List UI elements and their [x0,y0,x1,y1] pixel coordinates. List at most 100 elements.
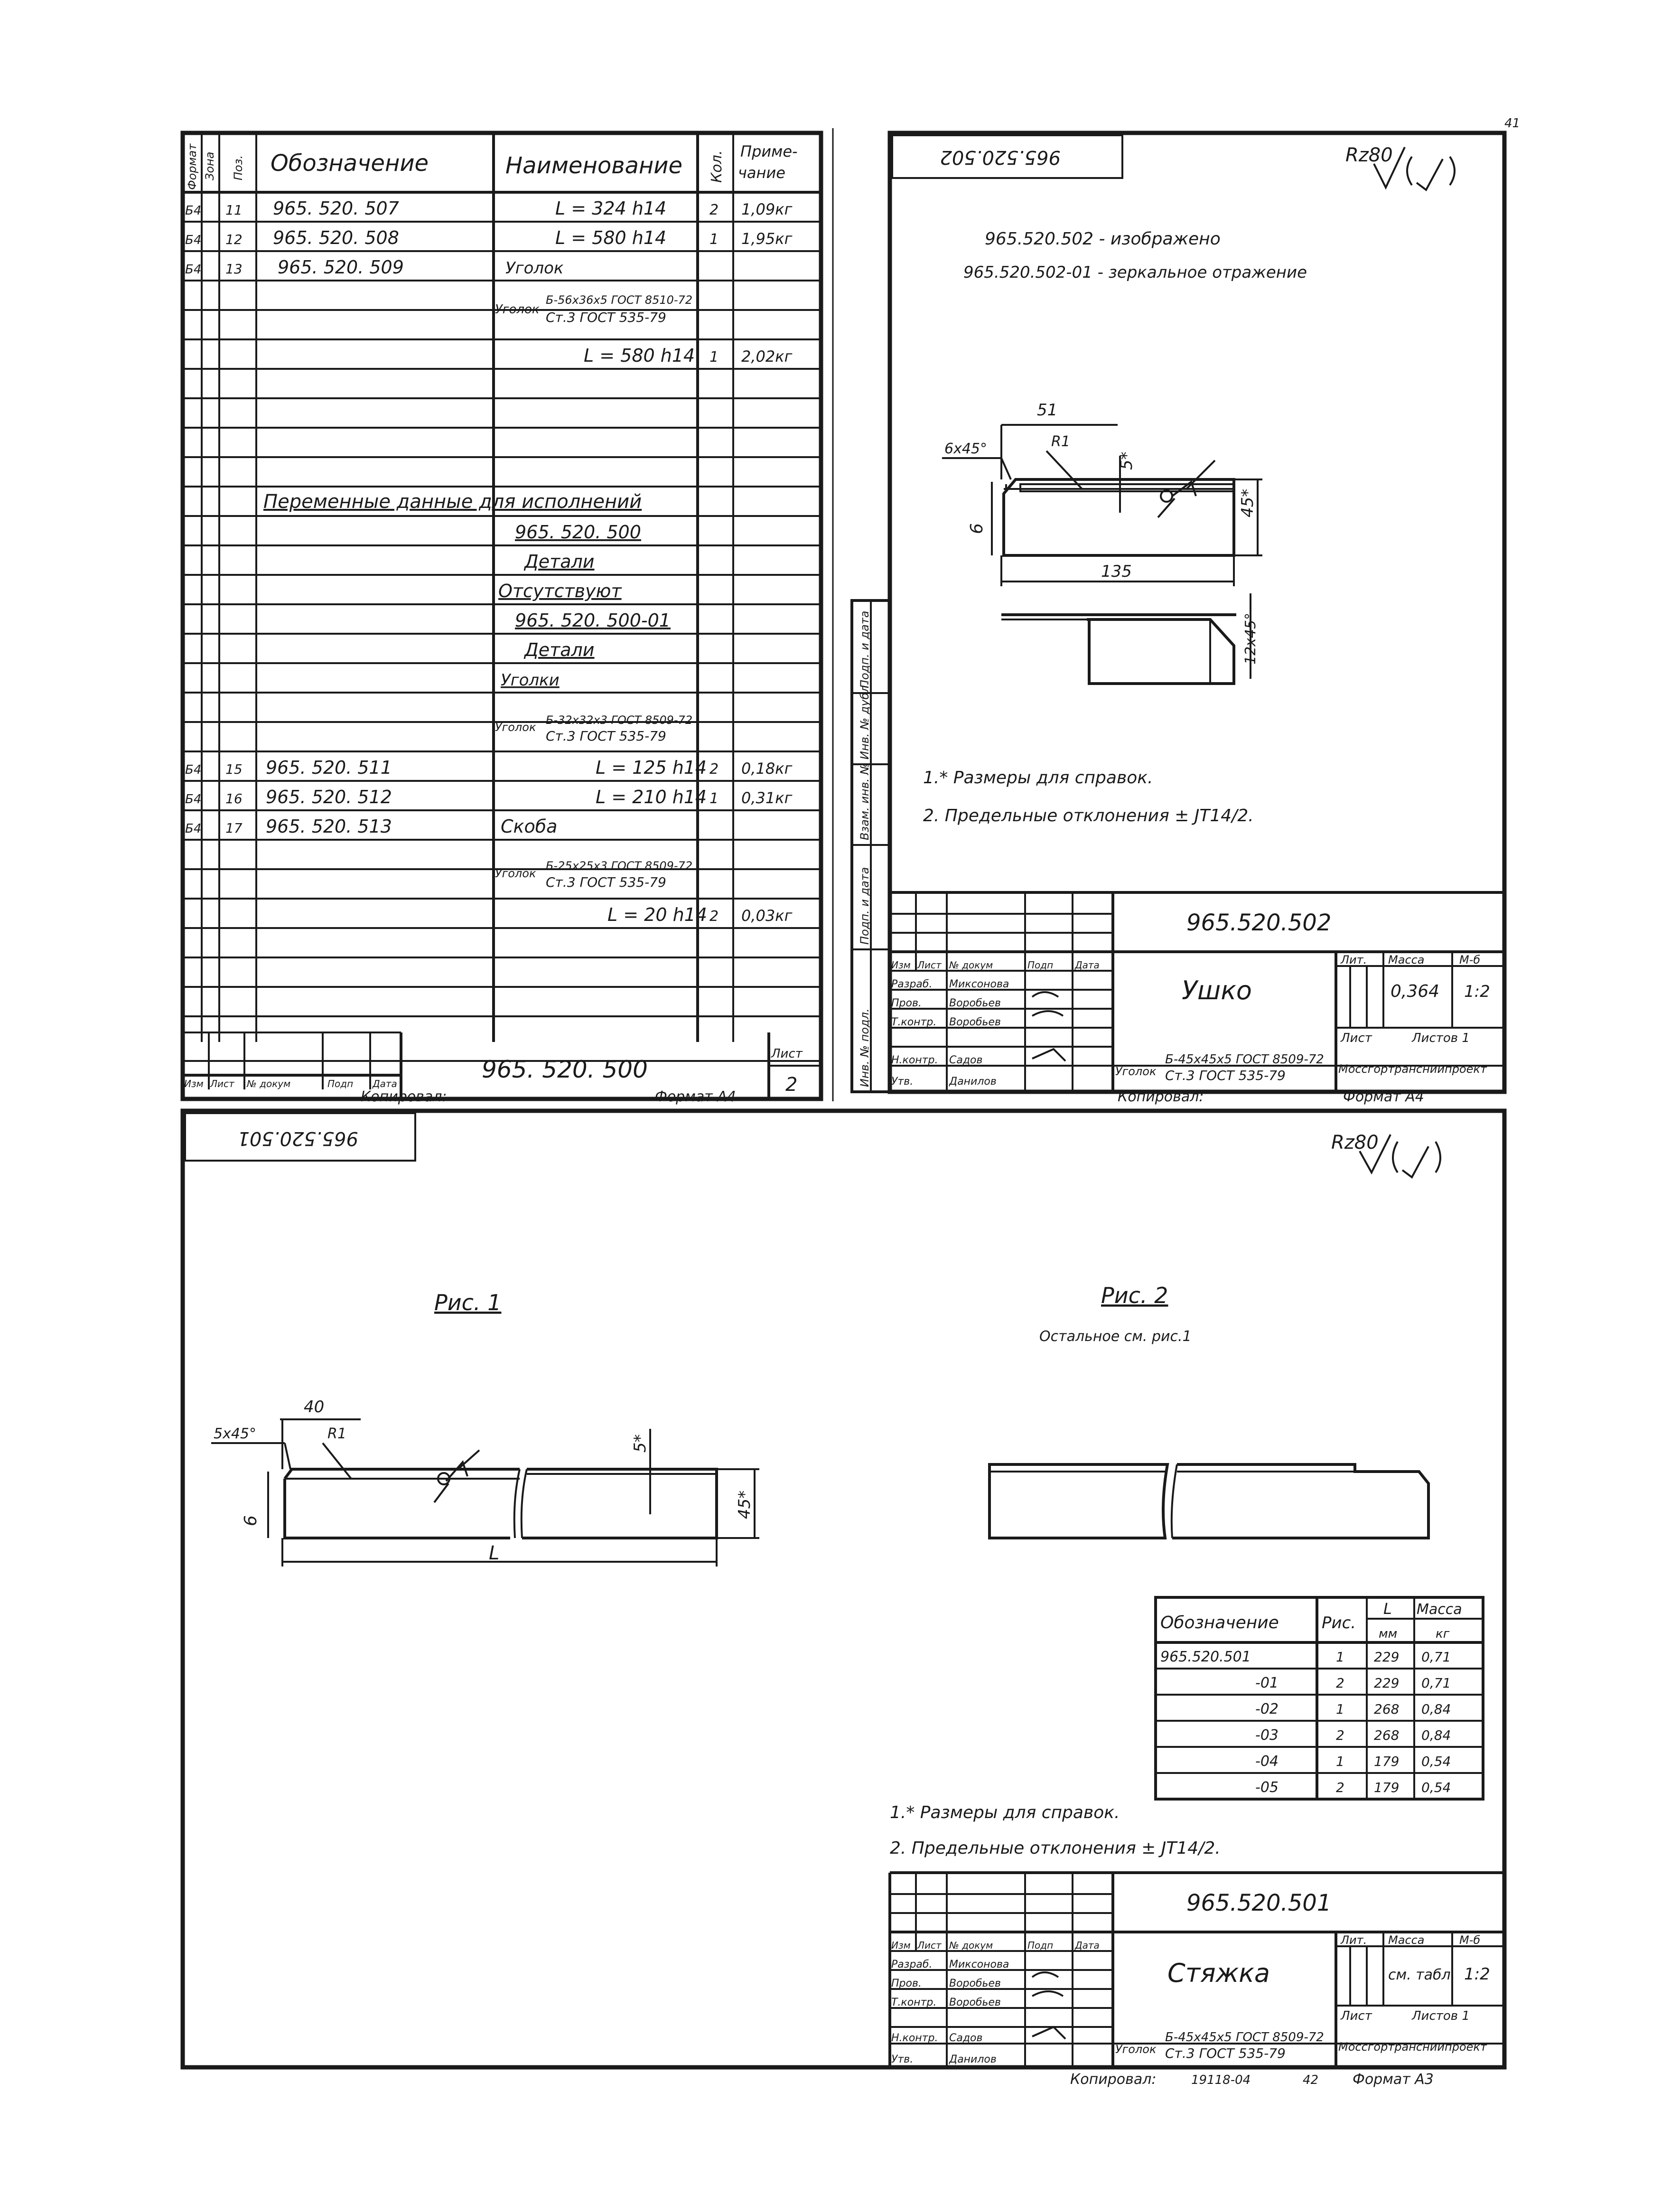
svg-text:Б-25х25х3 ГОСТ 8509-72: Б-25х25х3 ГОСТ 8509-72 [546,859,692,872]
svg-text:2: 2 [709,761,719,778]
svg-text:6х45°: 6х45° [944,441,987,457]
spec-row-lines [183,221,821,1017]
svg-text:51: 51 [1037,401,1057,420]
svg-text:L = 210 h14: L = 210 h14 [596,787,707,807]
svg-text:12: 12 [225,232,243,247]
header-position: Поз. [232,155,245,180]
svg-text:1:2: 1:2 [1464,982,1490,1001]
variant-500-01-details: Детали [523,639,594,660]
header-quantity: Кол. [709,150,725,183]
svg-text:965. 520. 507: 965. 520. 507 [273,198,399,219]
svg-text:17: 17 [225,820,243,836]
svg-text:Подп: Подп [1027,1940,1053,1951]
svg-text:№ докум: № докум [246,1078,290,1089]
svg-text:L = 580 h14: L = 580 h14 [584,345,695,366]
sheet2-roughness: Rz80 [1345,144,1393,166]
spec-row-length-580: L = 580 h14 1 2,02кг [584,345,793,366]
sheet2-note-line1: 965.520.502 - изображено [985,229,1221,249]
svg-text:Б-32х32х3 ГОСТ 8509-72: Б-32х32х3 ГОСТ 8509-72 [546,713,692,727]
svg-text:L: L [1383,1600,1392,1618]
svg-text:Листов 1: Листов 1 [1411,1031,1470,1045]
sheet2-title-block: 965.520.502 Ушко Лит. Масса М-б 0,364 1:… [890,891,1504,1092]
svg-text:Садов: Садов [949,1054,982,1066]
ear-dimensions: 51 5* 6х45° R1 6 45* 135 12х45° [942,401,1262,679]
header-name: Наименование [505,152,682,179]
svg-text:2: 2 [1336,1675,1344,1691]
svg-text:Листов 1: Листов 1 [1411,2009,1470,2023]
sheet3-copy-number: 19118-04 [1191,2073,1251,2087]
svg-text:Воробьев: Воробьев [949,1978,1001,1989]
variants-row-1: -01 2 229 0,71 [1255,1675,1451,1691]
sheet3-note-1: 1.* Размеры для справок. [890,1803,1120,1822]
svg-text:965. 520. 508: 965. 520. 508 [273,227,399,248]
variant-500: 965. 520. 500 [515,522,641,543]
svg-text:1,09кг: 1,09кг [741,200,793,218]
svg-text:Н.контр.: Н.контр. [891,2032,938,2044]
svg-text:Данилов: Данилов [949,2054,997,2065]
svg-text:229: 229 [1374,1675,1399,1691]
svg-text:Б4: Б4 [185,263,201,277]
spec-row-angle-2: Уголок Б-32х32х3 ГОСТ 8509-72 Ст.3 ГОСТ … [495,713,692,744]
svg-text:Уголок: Уголок [1115,1065,1157,1078]
svg-text:Дата: Дата [1074,1940,1100,1951]
svg-text:Дата: Дата [1074,959,1100,971]
svg-text:L: L [489,1542,499,1564]
svg-text:965.520.501: 965.520.501 [1160,1649,1251,1665]
svg-text:№ докум: № докум [949,1940,993,1951]
svg-text:-02: -02 [1255,1701,1279,1717]
svg-text:Садов: Садов [949,2032,982,2044]
svg-text:Дата: Дата [372,1078,397,1089]
svg-text:Взам. инв. №: Взам. инв. № [858,763,871,840]
svg-text:268: 268 [1374,1727,1399,1743]
svg-text:Б4: Б4 [185,233,201,247]
svg-text:Масса: Масса [1388,953,1425,966]
svg-text:Лист: Лист [210,1078,235,1089]
svg-text:0,18кг: 0,18кг [741,760,793,778]
variants-row-4: -04 1 179 0,54 [1255,1753,1451,1770]
svg-text:Уголок: Уголок [495,867,536,880]
sheet1-stamp-code: 965. 520. 500 [482,1056,648,1083]
sheet2-copied-by: Копировал: [1118,1088,1204,1105]
svg-text:268: 268 [1374,1701,1399,1717]
svg-text:Пров.: Пров. [891,997,922,1009]
sheet3-stamp-code: 965.520.501 [1186,1890,1331,1916]
sheet1-stamp: 965. 520. 500 Лист 2 Изм Лист № докум По… [183,1032,821,1099]
header-format: Формат [186,143,199,190]
svg-text:L = 324 h14: L = 324 h14 [555,198,666,219]
variant-500-01-angles: Уголки [501,671,560,690]
svg-text:Уголок: Уголок [505,259,564,278]
svg-text:179: 179 [1374,1754,1399,1769]
svg-text:0,71: 0,71 [1421,1675,1451,1691]
svg-text:0,31кг: 0,31кг [741,789,793,807]
svg-text:кг: кг [1436,1627,1450,1641]
svg-text:0,71: 0,71 [1421,1649,1451,1665]
weld-mark-icon [433,1449,480,1503]
sheet2-title: Ушко [1182,976,1252,1005]
svg-text:16: 16 [225,791,243,807]
svg-text:135: 135 [1101,562,1132,581]
svg-text:Б4: Б4 [185,792,201,807]
sheet3-rotated-code: 965.520.501 [238,1127,358,1149]
svg-text:1:2: 1:2 [1464,1965,1490,1984]
variant-500-details: Детали [523,551,594,572]
svg-text:мм: мм [1379,1627,1397,1641]
spec-row-16: Б4 16 965. 520. 512 L = 210 h14 1 0,31кг [185,787,793,807]
spec-row-length-20: L = 20 h14 2 0,03кг [607,904,793,925]
sheet2-note-2: 2. Предельные отклонения ± JT14/2. [923,806,1254,825]
variable-data-header: Переменные данные для исполнений [263,491,642,513]
svg-text:Моссгортрансниипроект: Моссгортрансниипроект [1338,1062,1487,1076]
svg-text:Данилов: Данилов [949,1076,997,1088]
sheet3-tie-drawing: 965.520.501 Rz80 Рис. 1 Рис. 2 Остальное… [180,1108,1507,2088]
svg-text:Б4: Б4 [185,822,201,836]
svg-text:Подп: Подп [1027,959,1053,971]
svg-text:-05: -05 [1255,1779,1279,1796]
svg-text:Уголок: Уголок [495,302,540,317]
svg-text:1: 1 [1336,1754,1344,1769]
fig1-dimensions: 40 5х45° R1 5* 6 45* L [211,1398,759,1567]
svg-text:0,54: 0,54 [1421,1754,1451,1769]
sheet2-ear-drawing: 965.520.502 Rz80 965.520.502 - изображен… [850,131,1507,1105]
sheet3-title-block: 965.520.501 Стяжка Лит. Масса М-б см. та… [888,1871,1504,2067]
svg-text:0,364: 0,364 [1391,982,1439,1001]
variants-row-0: 965.520.501 1 229 0,71 [1160,1649,1451,1665]
sheet3-copied-by: Копировал: [1070,2071,1157,2088]
